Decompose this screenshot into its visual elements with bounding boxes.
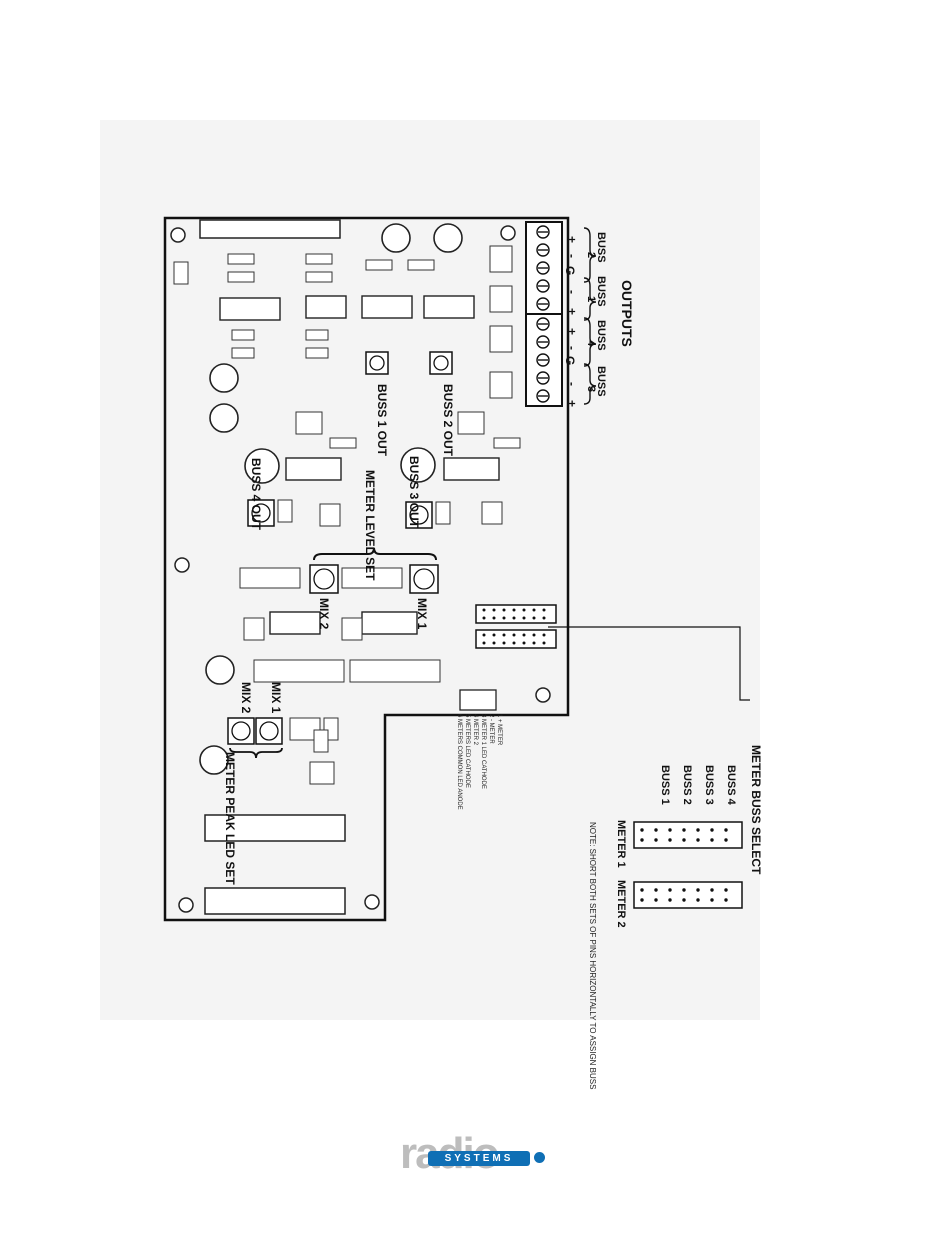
header-strip bbox=[199, 219, 341, 239]
meter1-label: METER 1 bbox=[615, 820, 627, 868]
output-buss-1-num: 1 bbox=[585, 296, 597, 302]
logo-systems-text: SYSTEMS bbox=[444, 1153, 514, 1164]
meter-level-brace bbox=[313, 547, 437, 561]
buss2-out-label: BUSS 2 OUT bbox=[441, 384, 455, 457]
output-buss-4-num: 4 bbox=[585, 340, 597, 347]
terminal-sign: + bbox=[565, 328, 579, 335]
j3-note: 4 METER 2 bbox=[472, 714, 478, 746]
select-buss2-label: BUSS 2 bbox=[681, 765, 693, 805]
j3-note: 6 METERS COMMON LED ANODE bbox=[456, 714, 462, 810]
connector-j3 bbox=[459, 689, 497, 711]
terminal-sign: + bbox=[565, 308, 579, 315]
meter1-pin-header bbox=[633, 821, 743, 849]
capacitors bbox=[199, 223, 463, 775]
connector-j7 bbox=[204, 887, 346, 915]
mix1-label: MIX 1 bbox=[415, 598, 429, 630]
select-buss3-label: BUSS 3 bbox=[703, 765, 715, 805]
pcb-outline bbox=[163, 216, 570, 922]
mix1-peak-label: MIX 1 bbox=[269, 682, 283, 714]
logo-dot bbox=[534, 1152, 545, 1163]
output-buss-3-label: BUSS bbox=[595, 366, 607, 397]
outputs-title: OUTPUTS bbox=[619, 280, 635, 347]
connector-j5 bbox=[204, 814, 346, 842]
radio-systems-logo: radio SYSTEMS bbox=[400, 1132, 560, 1176]
meter-buss-select-title: METER BUSS SELECT bbox=[749, 745, 763, 875]
output-buss-4-label: BUSS bbox=[595, 320, 607, 351]
terminal-sign: - bbox=[565, 346, 579, 350]
output-buss-2-label: BUSS bbox=[595, 232, 607, 263]
output-group-braces bbox=[583, 227, 597, 405]
mix2-label: MIX 2 bbox=[317, 598, 331, 630]
meter2-label: METER 2 bbox=[615, 880, 627, 928]
meter2-pin-header bbox=[633, 881, 743, 909]
buss1-out-label: BUSS 1 OUT bbox=[375, 384, 389, 457]
header-j2 bbox=[475, 629, 557, 649]
terminal-sign: G bbox=[563, 356, 577, 365]
meter-select-leader bbox=[548, 626, 750, 701]
meter-select-note: NOTE: SHORT BOTH SETS OF PINS HORIZONTAL… bbox=[588, 822, 597, 1089]
mounting-holes bbox=[170, 225, 551, 913]
meter-peak-led-set-label: METER PEAK LED SET bbox=[223, 752, 237, 885]
output-buss-2-num: 2 bbox=[585, 252, 597, 258]
j3-note: 5 METERS LED CATHODE bbox=[464, 714, 470, 788]
terminal-sign: G bbox=[563, 266, 577, 275]
terminal-sign: + bbox=[565, 236, 579, 243]
buss4-out-label: BUSS 4 OUT bbox=[249, 458, 263, 531]
output-buss-3-num: 3 bbox=[585, 386, 597, 392]
j3-note: 2 - METER bbox=[488, 714, 494, 744]
logo-systems-bar: SYSTEMS bbox=[428, 1151, 530, 1166]
select-buss4-label: BUSS 4 bbox=[725, 765, 737, 806]
header-j1 bbox=[475, 604, 557, 624]
trimmer-pots bbox=[227, 351, 453, 745]
j3-note: 1 + METER bbox=[496, 714, 502, 746]
j3-note: 3 METER 1 LED CATHODE bbox=[480, 714, 486, 789]
terminal-sign: - bbox=[565, 382, 579, 386]
terminal-sign: - bbox=[565, 290, 579, 294]
meter-level-set-label: METER LEVEL SET bbox=[363, 470, 377, 581]
terminal-sign: - bbox=[565, 254, 579, 258]
peak-led-brace bbox=[229, 747, 283, 759]
terminal-sign: + bbox=[565, 400, 579, 407]
buss3-out-label: BUSS 3 OUT bbox=[407, 456, 421, 529]
ic-chips bbox=[219, 295, 500, 635]
output-buss-1-label: BUSS bbox=[595, 276, 607, 307]
select-buss1-label: BUSS 1 bbox=[659, 765, 671, 805]
mix2-peak-label: MIX 2 bbox=[239, 682, 253, 714]
